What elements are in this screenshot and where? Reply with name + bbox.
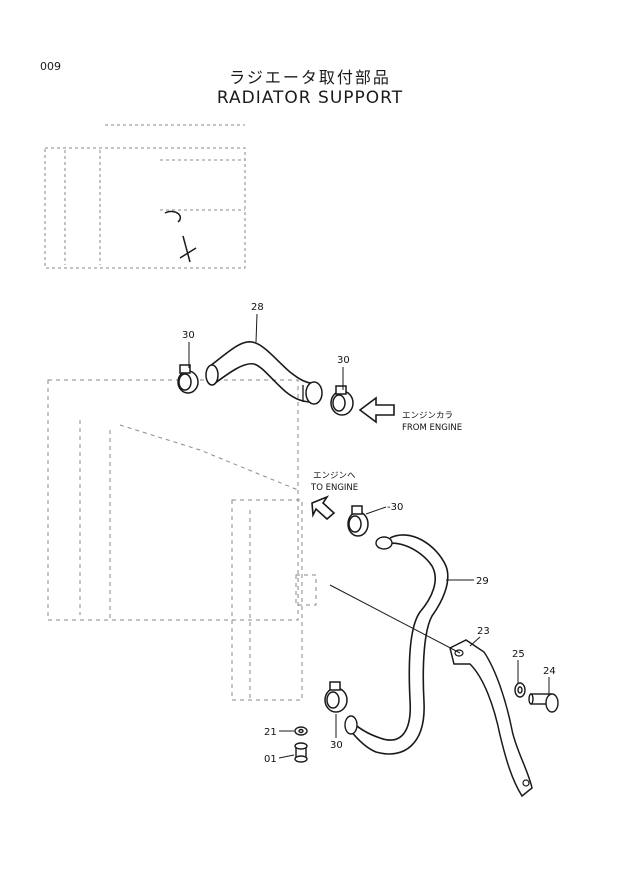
to-engine-label-en: TO ENGINE — [310, 483, 358, 493]
callout-30-b: 30 — [337, 355, 350, 366]
support-bracket — [449, 639, 533, 798]
background-machine-outline — [44, 124, 246, 269]
title-japanese: ラジエータ取付部品 — [229, 68, 391, 87]
bolt — [528, 693, 559, 713]
callout-30-d: 30 — [330, 740, 343, 751]
callout-24: 24 — [543, 666, 556, 677]
hose-end-left — [205, 364, 219, 386]
from-engine-arrow — [358, 396, 395, 424]
callout-30-a: 30 — [182, 330, 195, 341]
callout-leaders — [188, 313, 550, 759]
from-engine-label-en: FROM ENGINE — [402, 423, 462, 433]
callout-30-c: -30 — [387, 502, 403, 513]
callout-21: 21 — [264, 727, 277, 738]
hose-clamp-lower-upper — [347, 505, 369, 537]
upper-radiator-hose — [209, 341, 317, 403]
to-engine-label-jp: エンジンへ — [313, 471, 356, 481]
clip-detail-upper — [164, 210, 197, 263]
drain-bolt — [294, 742, 308, 763]
bracket-leader-line — [329, 584, 461, 654]
to-engine-arrow — [311, 495, 336, 521]
washer-small — [294, 726, 308, 736]
hose-clamp-lower — [324, 681, 348, 713]
title-english: RADIATOR SUPPORT — [216, 88, 404, 108]
page-number: 009 — [40, 60, 61, 73]
callout-29: 29 — [476, 576, 489, 587]
from-engine-label-jp: エンジンカラ — [402, 411, 453, 421]
callout-01: 01 — [264, 754, 277, 765]
callout-23: 23 — [477, 626, 490, 637]
radiator-outline — [47, 379, 317, 701]
callout-25: 25 — [512, 649, 525, 660]
lower-radiator-hose — [349, 534, 449, 755]
hose-clamp-upper-right — [330, 385, 354, 416]
hose-clamp-upper-left — [177, 364, 199, 394]
callout-28: 28 — [251, 302, 264, 313]
hose-end-right — [305, 381, 323, 405]
washer — [514, 682, 526, 698]
